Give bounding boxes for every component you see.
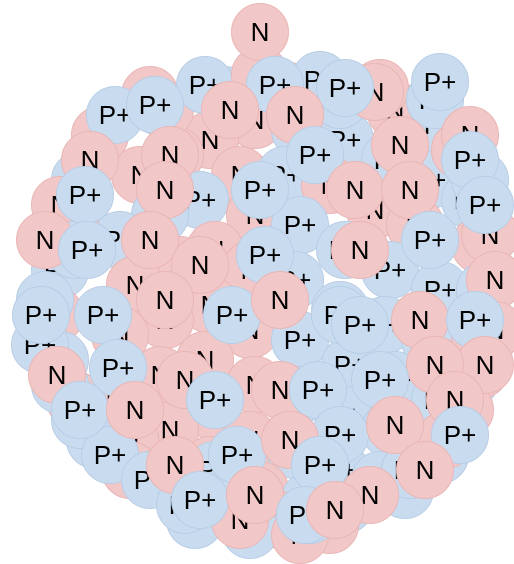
neutron-particle: N xyxy=(136,271,194,329)
proton-particle: P+ xyxy=(186,371,244,429)
proton-particle: P+ xyxy=(456,176,514,234)
proton-particle: P+ xyxy=(126,76,184,134)
neutron-particle: N xyxy=(106,381,164,439)
proton-particle: P+ xyxy=(401,211,459,269)
neutron-particle: N xyxy=(136,161,194,219)
proton-particle: P+ xyxy=(74,286,132,344)
proton-particle: P+ xyxy=(331,296,389,354)
neutron-particle: N xyxy=(251,271,309,329)
proton-particle: P+ xyxy=(316,59,374,117)
neutron-particle: N xyxy=(231,3,289,61)
proton-particle: P+ xyxy=(12,286,70,344)
neutron-particle: N xyxy=(331,221,389,279)
proton-particle: P+ xyxy=(411,53,469,111)
proton-particle: P+ xyxy=(58,221,116,279)
proton-particle: P+ xyxy=(51,381,109,439)
proton-particle: P+ xyxy=(56,166,114,224)
neutron-particle: N xyxy=(326,161,384,219)
neutron-particle: N xyxy=(396,441,454,499)
proton-particle: P+ xyxy=(231,161,289,219)
proton-particle: P+ xyxy=(171,471,229,529)
neutron-particle: N xyxy=(201,81,259,139)
neutron-particle: N xyxy=(306,481,364,539)
